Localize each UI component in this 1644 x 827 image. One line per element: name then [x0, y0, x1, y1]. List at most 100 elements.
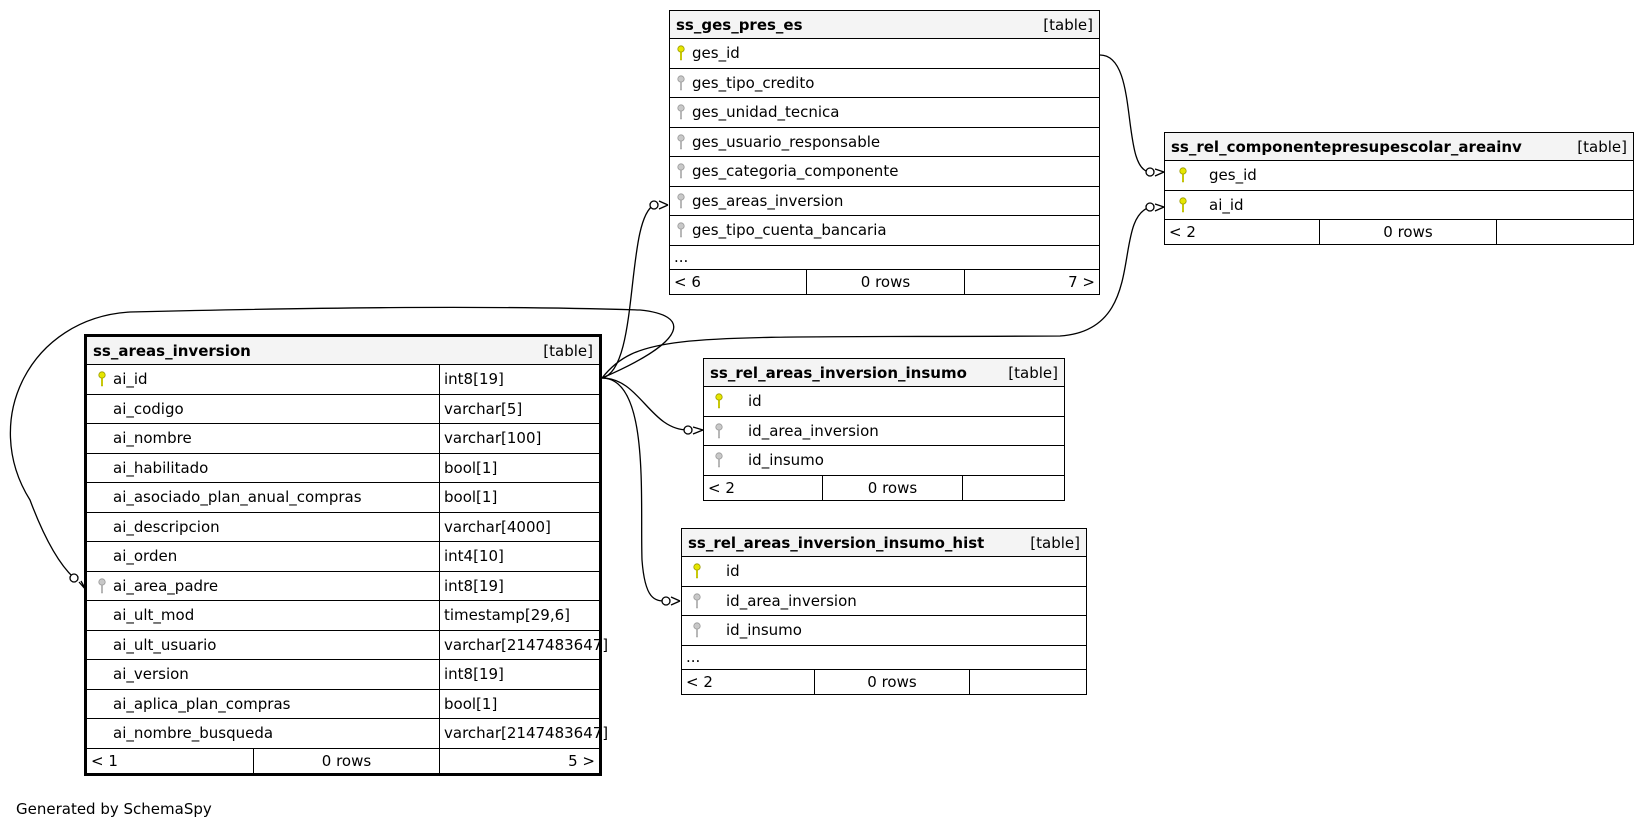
crowfoot-marker	[670, 596, 681, 606]
column-name: ai_area_padre	[113, 576, 219, 595]
parents-count[interactable]: < 6	[670, 269, 807, 294]
children-count[interactable]: 5 >	[568, 751, 595, 770]
column-name: ai_id	[1209, 195, 1244, 214]
crowfoot-marker	[658, 200, 669, 210]
edge-areas-to-insumo	[601, 377, 689, 431]
column-row[interactable]: id_insumo	[704, 446, 1064, 476]
column-type: int8[19]	[439, 365, 599, 394]
column-row[interactable]: ges_usuario_responsable	[670, 128, 1099, 157]
edge-areas-to-hist	[601, 377, 667, 602]
column-row[interactable]: id	[704, 387, 1064, 417]
row-count: 0 rows	[1320, 220, 1497, 244]
primary-key-icon	[670, 45, 692, 61]
table-tag: [table]	[543, 341, 593, 360]
column-row[interactable]: id_area_inversion	[682, 587, 1086, 616]
table-ss-ges-pres-es[interactable]: ss_ges_pres_es [table] ges_id ges_tipo_c…	[669, 10, 1100, 295]
column-row[interactable]: ai_id int8[19]	[87, 365, 599, 395]
column-type: timestamp[29,6]	[439, 601, 599, 630]
edge-areas-to-ges	[601, 204, 655, 379]
primary-key-icon	[704, 393, 734, 409]
table-ss-rel-areas-inversion-insumo[interactable]: ss_rel_areas_inversion_insumo [table] id…	[703, 358, 1065, 501]
column-row[interactable]: id_area_inversion	[704, 417, 1064, 446]
foreign-key-icon	[704, 452, 734, 468]
column-name: ai_nombre_busqueda	[113, 724, 274, 743]
table-name: ss_areas_inversion	[93, 341, 251, 360]
children-count[interactable]	[963, 476, 1064, 500]
table-footer: < 2 0 rows	[682, 669, 1086, 694]
column-type: varchar[100]	[439, 424, 599, 453]
edge-areas-self-reference	[9, 306, 675, 579]
optional-marker	[1145, 202, 1155, 212]
column-name: ges_usuario_responsable	[692, 132, 881, 151]
table-footer: < 2 0 rows	[704, 475, 1064, 500]
column-row[interactable]: ges_unidad_tecnica	[670, 98, 1099, 128]
column-name: ges_categoria_componente	[692, 162, 899, 181]
column-name: ai_codigo	[113, 399, 184, 418]
column-row[interactable]: ges_categoria_componente	[670, 157, 1099, 187]
column-name: ai_id	[113, 370, 148, 389]
column-row[interactable]: ai_id	[1165, 191, 1633, 220]
column-name: id	[748, 392, 762, 411]
foreign-key-icon	[91, 578, 113, 594]
column-row[interactable]: ges_tipo_cuenta_bancaria	[670, 216, 1099, 246]
column-row[interactable]: ges_tipo_credito	[670, 69, 1099, 98]
table-ss-rel-areas-inversion-insumo-hist[interactable]: ss_rel_areas_inversion_insumo_hist [tabl…	[681, 528, 1087, 695]
column-name: ai_nombre	[113, 429, 192, 448]
column-name: ges_tipo_credito	[692, 73, 815, 92]
column-row[interactable]: ges_areas_inversion	[670, 187, 1099, 216]
table-tag: [table]	[1008, 363, 1058, 382]
primary-key-icon	[1165, 197, 1201, 213]
table-header: ss_ges_pres_es [table]	[670, 11, 1099, 39]
column-type: bool[1]	[439, 453, 599, 482]
column-name: id	[726, 562, 740, 581]
foreign-key-icon	[670, 104, 692, 120]
primary-key-icon	[682, 563, 712, 579]
parents-count[interactable]: < 2	[682, 669, 815, 694]
column-row[interactable]: ai_area_padre int8[19]	[87, 571, 599, 601]
column-row[interactable]: id	[682, 557, 1086, 587]
foreign-key-icon	[682, 593, 712, 609]
parents-count[interactable]: < 1	[87, 748, 254, 773]
table-header: ss_areas_inversion [table]	[87, 337, 599, 365]
crowfoot-marker	[692, 426, 704, 435]
optional-marker	[661, 596, 671, 606]
optional-marker	[649, 200, 659, 210]
column-name: ges_areas_inversion	[692, 191, 844, 210]
edge-ges-id-to-rel-comp	[1099, 54, 1151, 173]
foreign-key-icon	[704, 423, 734, 439]
column-row[interactable]: ges_id	[670, 39, 1099, 69]
row-count: 0 rows	[823, 475, 963, 500]
column-row[interactable]: ai_nombre varchar[100]	[87, 424, 599, 454]
children-count[interactable]	[1497, 220, 1633, 244]
children-count[interactable]: 7 >	[1068, 272, 1095, 291]
table-name: ss_rel_areas_inversion_insumo	[710, 363, 967, 382]
column-row[interactable]: id_insumo	[682, 616, 1086, 646]
edge-areas-to-rel-comp	[601, 206, 1151, 379]
parents-count[interactable]: < 2	[1165, 220, 1320, 244]
column-type: bool[1]	[439, 483, 599, 512]
generated-by-note: Generated by SchemaSpy	[16, 800, 212, 818]
table-ss-areas-inversion[interactable]: ss_areas_inversion [table] ai_id int8[19]…	[84, 334, 608, 776]
row-count: 0 rows	[254, 748, 440, 773]
column-row[interactable]: ges_id	[1165, 161, 1633, 191]
column-name: ai_version	[113, 665, 189, 684]
row-count: 0 rows	[807, 269, 965, 294]
column-name: ai_orden	[113, 547, 178, 566]
children-count[interactable]	[970, 670, 1086, 694]
table-footer: < 1 0 rows 5 >	[87, 748, 599, 773]
optional-marker	[1145, 167, 1155, 177]
table-ss-rel-componentepresupescolar-areainv[interactable]: ss_rel_componentepresupescolar_areainv […	[1164, 132, 1634, 245]
parents-count[interactable]: < 2	[704, 475, 823, 500]
column-type: int8[19]	[439, 571, 599, 600]
